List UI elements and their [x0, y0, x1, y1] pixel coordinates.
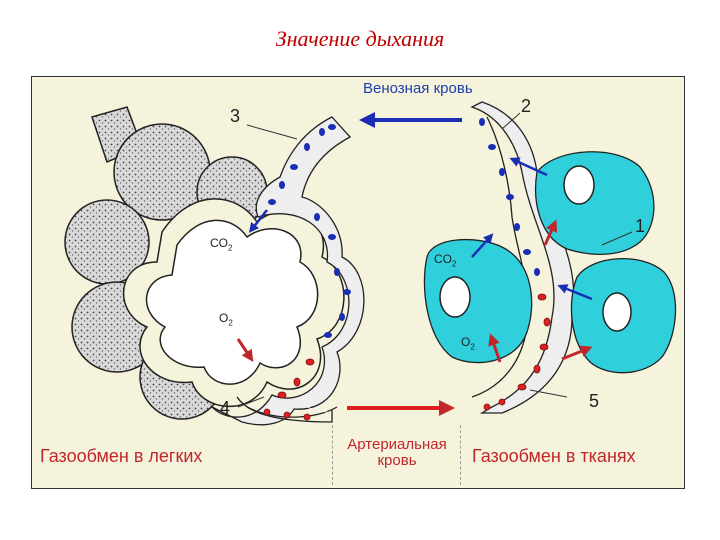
marker-2: 2 — [521, 96, 532, 116]
divider-right — [460, 425, 461, 485]
marker-1: 1 — [635, 216, 646, 236]
marker-3: 3 — [230, 106, 241, 126]
o2-label-lungs: O2 — [219, 311, 233, 328]
marker-5: 5 — [589, 391, 600, 411]
divider-left — [332, 425, 333, 485]
blood-cells — [263, 118, 551, 421]
co2-label-tissues: CO2 — [434, 252, 457, 269]
cell-nucleus — [439, 276, 471, 318]
cell-nucleus — [602, 292, 632, 332]
diagram-canvas — [64, 101, 677, 426]
tissue-cell-top — [534, 151, 655, 255]
cell-nucleus — [563, 165, 595, 205]
gas-exchange-lungs-caption: Газообмен в легких — [40, 446, 203, 466]
tissue-cell-left — [423, 238, 533, 364]
lung-alveoli-cluster — [64, 106, 345, 420]
marker-4: 4 — [220, 398, 231, 418]
slide-title: Значение дыхания — [275, 26, 445, 51]
gas-exchange-tissues-caption: Газообмен в тканях — [472, 446, 636, 466]
venous-blood-label: Венозная кровь — [363, 80, 473, 97]
respiration-diagram: Венозная кровь 3 2 1 4 5 CO2 O2 CO2 O2 А… — [31, 76, 685, 489]
lung-capillary — [211, 116, 365, 426]
co2-label-lungs: CO2 — [210, 236, 233, 253]
arterial-blood-label: Артериальная кровь — [347, 436, 447, 469]
marker-leader-lines — [237, 112, 633, 408]
o2-label-tissues: O2 — [461, 335, 475, 352]
co2-diffusion-arrows — [248, 157, 593, 301]
o2-diffusion-arrows — [236, 219, 593, 363]
tissue-cells — [423, 151, 677, 374]
